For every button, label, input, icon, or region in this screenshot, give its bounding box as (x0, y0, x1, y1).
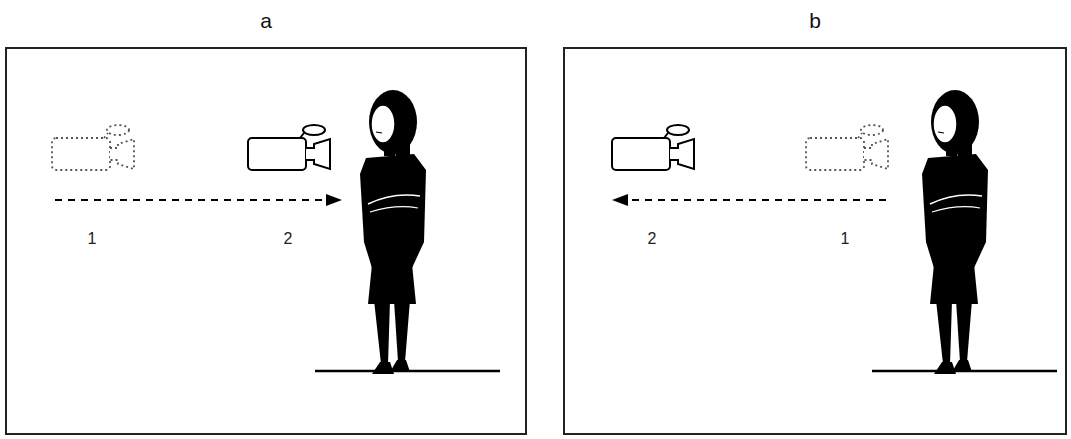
position-number: 2 (284, 230, 293, 248)
move-arrow (55, 199, 328, 201)
arrow-head (612, 194, 628, 206)
panel-frame: b (563, 47, 1067, 435)
camera-start (52, 125, 134, 170)
panel-frame: a (5, 47, 527, 435)
camera-start (806, 125, 888, 170)
position-number: 1 (841, 230, 850, 248)
woman-figure (360, 90, 426, 374)
panel-letter: b (565, 9, 1065, 33)
position-number: 2 (648, 230, 657, 248)
camera-end (248, 125, 330, 170)
panel-letter: a (7, 9, 525, 33)
floor-line (315, 370, 500, 373)
woman-figure (922, 90, 988, 374)
move-arrow (626, 199, 886, 201)
arrow-head (326, 194, 342, 206)
camera-end (612, 125, 694, 170)
position-number: 1 (88, 230, 97, 248)
floor-line (872, 370, 1057, 373)
